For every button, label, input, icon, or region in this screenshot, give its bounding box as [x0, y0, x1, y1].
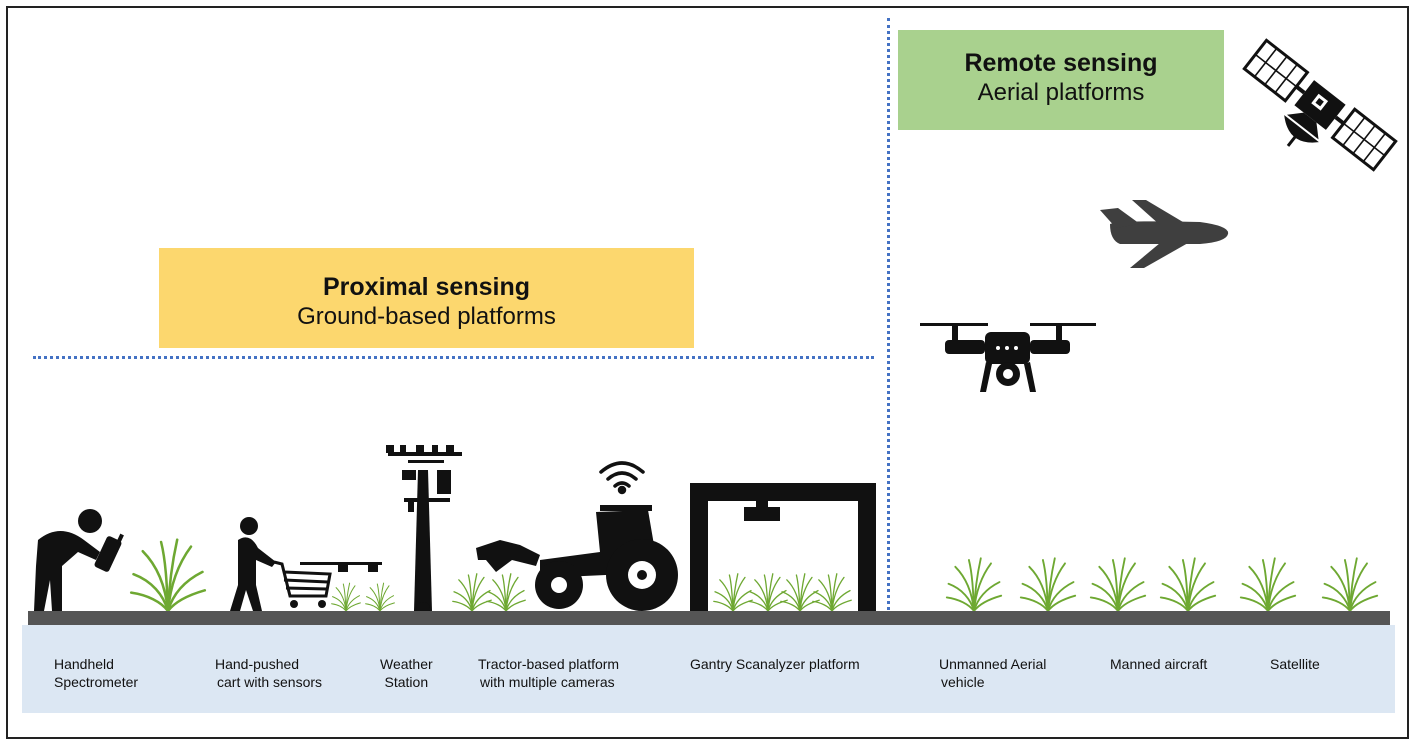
tractor-icon: [476, 505, 678, 611]
proximal-subtitle: Ground-based platforms: [297, 303, 556, 330]
remote-title: Remote sensing: [964, 49, 1158, 77]
remote-subtitle: Aerial platforms: [977, 79, 1145, 106]
person-spectrometer-icon: [34, 509, 124, 611]
label-satellite: Satellite: [1270, 656, 1320, 672]
wifi-icon: [599, 461, 645, 495]
diagram-frame: [6, 6, 1409, 739]
remote-boundary-line: [887, 18, 890, 610]
cart-icon: [230, 517, 382, 611]
proximal-title: Proximal sensing: [322, 273, 531, 301]
proximal-boundary-line: [33, 356, 874, 359]
gantry-icon: [690, 483, 876, 611]
airplane-icon: [1100, 200, 1229, 268]
weather-station-icon: [386, 445, 462, 616]
label-gantry-scanalyzer: Gantry Scanalyzer platform: [690, 656, 860, 672]
ground-strip: [28, 611, 1390, 625]
label-manned-aircraft: Manned aircraft: [1110, 656, 1208, 672]
satellite-icon: [1242, 38, 1398, 172]
remote-sensing-box: Remote sensing Aerial platforms: [898, 30, 1224, 130]
plant-icon: [129, 538, 1379, 613]
drone-icon: [920, 323, 1096, 392]
proximal-sensing-box: Proximal sensing Ground-based platforms: [159, 248, 694, 348]
